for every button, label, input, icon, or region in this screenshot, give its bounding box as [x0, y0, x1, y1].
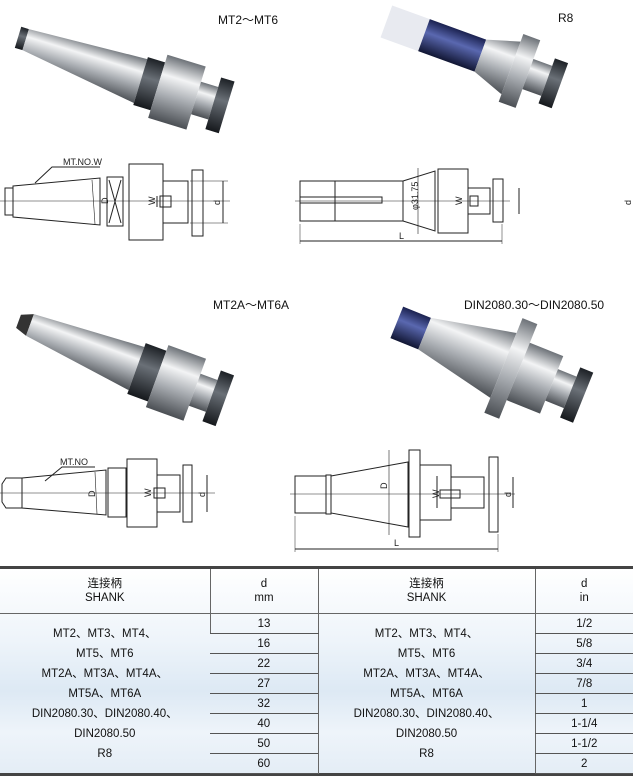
shank-line: MT2A、MT3A、MT4A、: [363, 667, 490, 680]
shank-line: DIN2080.30、DIN2080.40、: [31, 707, 178, 720]
table-row: 50 1-1/2: [0, 733, 633, 754]
d-in-cell: 1/2: [534, 613, 633, 634]
header-d: d: [581, 578, 588, 590]
header-shank-in: 连接柄 SHANK: [317, 569, 535, 614]
mta-d-label: d: [197, 492, 207, 497]
header-shank-cn: 连接柄: [409, 578, 444, 590]
d-in-cell: 5/8: [534, 633, 633, 654]
header-shank-en: SHANK: [84, 592, 125, 604]
d-mm-cell: 16: [210, 633, 318, 654]
table-row: 40 1-1/4: [0, 713, 633, 734]
shank-line: DIN2080.30、DIN2080.40、: [353, 707, 500, 720]
d-mm-cell: 50: [210, 733, 318, 754]
shank-line: MT5、MT6: [76, 647, 134, 660]
shank-line: DIN2080.50: [395, 727, 458, 740]
table-row: 22 3/4: [0, 653, 633, 674]
shank-line: R8: [419, 747, 434, 760]
d-mm-cell: 60: [210, 753, 318, 774]
r8-W-label: W: [454, 196, 464, 205]
d-in-cell: 3/4: [534, 653, 633, 674]
d-in-cell: 1-1/4: [534, 713, 633, 734]
drawing-mta: [0, 458, 215, 528]
din-L-label: L: [394, 538, 399, 548]
header-unit-in: in: [579, 592, 589, 604]
header-shank-mm: 连接柄 SHANK: [0, 569, 210, 614]
mta-D-label: D: [87, 490, 97, 497]
header-d: d: [260, 578, 268, 590]
header-shank-cn: 连接柄: [87, 578, 123, 590]
header-unit-mm: mm: [254, 592, 274, 604]
drawing-r8: [295, 168, 520, 244]
mt-W-label: W: [147, 196, 157, 205]
din-D-label: D: [379, 482, 389, 489]
d-in-cell: 2: [534, 753, 633, 774]
d-mm-cell: 27: [210, 673, 318, 694]
shank-line: MT2A、MT3A、MT4A、: [41, 667, 168, 680]
r8-dia-label: φ31.75: [410, 182, 420, 210]
photo-mt-arbor: [14, 26, 235, 134]
d-in-cell: 1-1/2: [534, 733, 633, 754]
drawing-din: [290, 449, 515, 552]
shank-line: MT2、MT3、MT4、: [53, 627, 157, 640]
shank-line: MT5、MT6: [397, 647, 456, 660]
title-mt2a-mt6a: MT2A～MT6A: [213, 298, 290, 312]
header-shank-en: SHANK: [406, 592, 447, 604]
header-d-mm: d mm: [209, 569, 318, 614]
title-mt2-mt6: MT2～MT6: [218, 13, 279, 27]
table-row: 32 1: [0, 693, 633, 714]
product-illustrations: MT.NO.W MT.NO D W d φ31.75 W d L D W d D…: [0, 5, 633, 552]
table-row: 16 5/8: [0, 633, 633, 654]
title-din2080: DIN2080.30～DIN2080.50: [464, 298, 605, 312]
header-d-in: d in: [534, 569, 633, 614]
mta-W-label: W: [143, 488, 153, 497]
d-in-cell: 1: [534, 693, 633, 714]
photo-mta-arbor: [16, 314, 235, 427]
table-header-row: 连接柄 SHANK d mm 连接柄 SHANK d in: [0, 569, 633, 614]
shank-line: DIN2080.50: [74, 727, 136, 740]
r8-d-label: d: [623, 200, 633, 205]
mta-note-label: MT.NO: [60, 457, 88, 467]
d-mm-cell: 22: [210, 653, 318, 674]
table-row: 60 2: [0, 753, 633, 774]
mt-D-label: D: [100, 197, 110, 204]
shank-line: MT5A、MT6A: [390, 687, 463, 700]
din-W-label: W: [431, 489, 441, 498]
d-mm-cell: 40: [210, 713, 318, 734]
d-in-cell: 7/8: [534, 673, 633, 694]
drawing-mt: [0, 163, 230, 241]
photo-r8-arbor: [380, 5, 569, 109]
shank-line: R8: [97, 747, 113, 760]
shank-line: MT5A、MT6A: [68, 687, 142, 700]
din-d-label: d: [503, 492, 513, 497]
d-mm-cell: 32: [210, 693, 318, 714]
shank-line: MT2、MT3、MT4、: [374, 627, 479, 640]
title-r8: R8: [558, 11, 574, 25]
d-mm-cell: 13: [209, 613, 318, 634]
table-row: 27 7/8: [0, 673, 633, 694]
photo-din-arbor: [390, 306, 594, 423]
mt-d-label: d: [212, 200, 222, 205]
mt-note-label: MT.NO.W: [63, 157, 102, 167]
r8-L-label: L: [399, 231, 404, 241]
